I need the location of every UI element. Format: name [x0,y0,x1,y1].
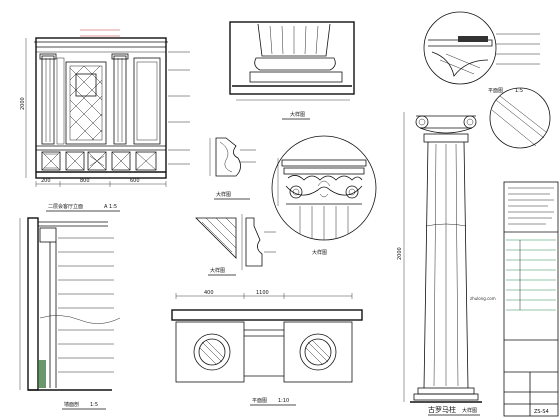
detail-right-title: 平面图 [488,88,503,94]
sheet-number: ZS-S4 [534,409,549,415]
wall-section: 墙面剖 1:5 [19,217,121,410]
dim-2000: 2000 [20,97,26,110]
dim-400: 400 [204,290,214,296]
wall-elevation-scale: A 1:5 [104,204,117,210]
circle-detail-top: 平面图 1:5 [423,11,540,94]
profile-detail [241,214,276,270]
section-scale: 1:5 [90,402,98,408]
watermark: zhulong.com [470,296,496,301]
detail-a-title: 大样图 [216,191,231,198]
column-subtitle: 大样图 [462,407,477,414]
dim-800: 800 [80,178,90,184]
title-block: ZS-S4 [503,181,559,417]
capital-title: 大样图 [312,249,327,256]
plan-view: 400 1100 平面图 1:10 [171,290,363,406]
dim-200: 200 [41,178,51,184]
dim-1100: 1100 [256,290,269,296]
wall-elevation-title: 二层会客厅立面 [48,203,83,210]
wall-elevation: 200 800 600 2000 二层会客厅立面 A 1:5 [20,29,190,212]
column-title: 古罗马柱 [428,405,456,414]
dim-600: 600 [130,178,140,184]
bracket-detail: 大样图 [209,137,256,200]
detail-right-scale: 1:5 [515,88,523,94]
column-height-dim: 2000 [397,247,403,260]
plan-title: 平面图 [252,398,267,404]
capital-base-detail: 大样图 [229,21,355,120]
section-title: 墙面剖 [64,401,79,408]
roman-column: 2000 古罗马柱 大样图 [397,87,551,416]
capital-ornament: 大样图 [271,135,377,256]
corner-title: 大样图 [210,267,225,274]
corner-detail: 大样图 [195,217,237,276]
plan-scale: 1:10 [278,398,289,404]
base-title: 大样图 [290,111,305,118]
